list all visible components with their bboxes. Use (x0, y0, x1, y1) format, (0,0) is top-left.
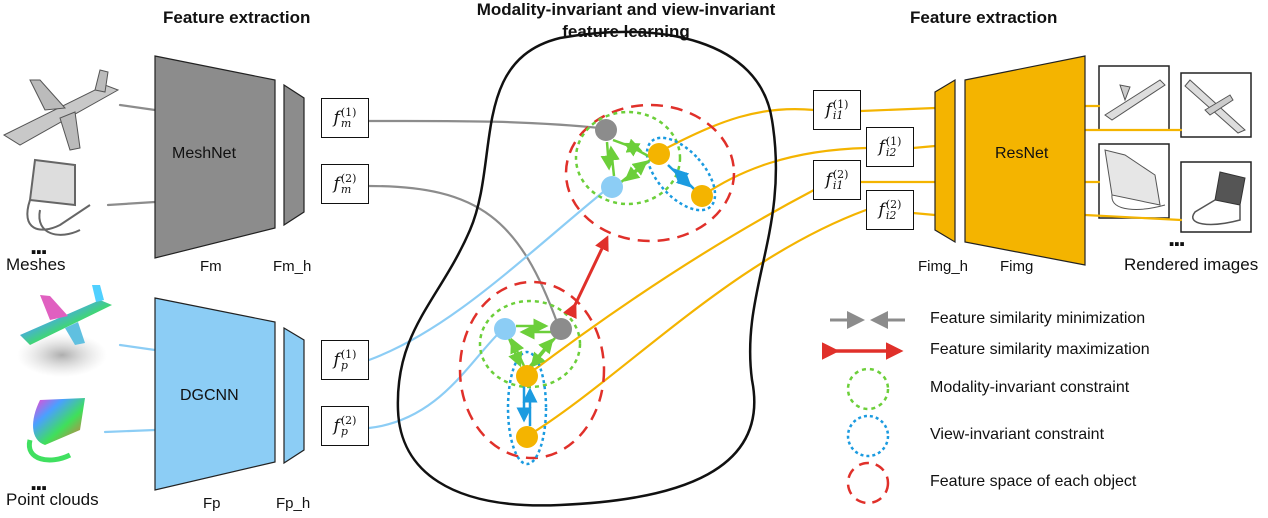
meshnet-label: MeshNet (172, 145, 237, 162)
feature-box-fp2: f(2)p (321, 406, 369, 446)
view-constraint-top (645, 136, 717, 212)
legend-label-feature-space: Feature space of each object (930, 473, 1137, 490)
rendered-image-1 (1098, 65, 1170, 131)
node-point-bottom (494, 318, 516, 340)
feature-box-fi1-2: f(2)i1 (813, 160, 861, 200)
feature-box-fi1-1: f(1)i1 (813, 90, 861, 130)
legend-label-view: View-invariant constraint (930, 426, 1105, 443)
red-dashed-circle-icon (846, 461, 890, 505)
legend-label-minimization: Feature similarity minimization (930, 310, 1146, 327)
node-image-top-2 (691, 185, 713, 207)
feature-box-fi2-1: f(1)i2 (866, 127, 914, 167)
feature-space-circle-bottom (458, 280, 606, 460)
legend-label-maximization: Feature similarity maximization (930, 341, 1150, 358)
fp-label: Fp (203, 495, 221, 512)
point-clouds-label: Point clouds (6, 490, 99, 509)
modality-constraint-bottom (478, 299, 582, 389)
fimg-h-label: Fimg_h (918, 258, 969, 275)
maximization-arrow (563, 235, 609, 320)
fm-label: Fm (200, 258, 222, 275)
legend-label-modality: Modality-invariant constraint (930, 379, 1130, 396)
feature-box-fm2: f(2)m (321, 164, 369, 204)
resnet-block (934, 55, 1086, 266)
meshes-ellipsis: ... (30, 230, 48, 260)
view-constraint-bottom (506, 350, 548, 466)
resnet-label: ResNet (995, 145, 1049, 162)
feature-box-fp1: f(1)p (321, 340, 369, 380)
dgcnn-block (154, 297, 305, 491)
feature-space-circle-top (564, 103, 736, 243)
node-mesh-top (595, 119, 617, 141)
left-title: Feature extraction (163, 8, 311, 27)
feature-space-region (396, 30, 778, 507)
green-dotted-circle-icon (846, 367, 890, 411)
center-title-line2: feature learning (562, 22, 690, 41)
rendered-image-3 (1098, 143, 1170, 219)
feature-box-fm1: f(1)m (321, 98, 369, 138)
node-image-bottom-1 (516, 365, 538, 387)
meshes-label: Meshes (6, 255, 66, 274)
node-image-top-1 (648, 143, 670, 165)
node-image-bottom-2 (516, 426, 538, 448)
constraint-arrows-top (600, 138, 698, 193)
connection-lines (103, 103, 1183, 439)
rendered-image-2 (1180, 72, 1252, 138)
fimg-label: Fimg (1000, 258, 1034, 275)
meshnet-block (154, 55, 305, 259)
feature-box-fi2-2: f(2)i2 (866, 190, 914, 230)
pointcloud-chair-image (26, 398, 85, 463)
rendered-images-label: Rendered images (1124, 255, 1259, 274)
mesh-chair-image (26, 158, 91, 236)
rendered-ellipsis: ... (1168, 222, 1186, 252)
constraint-arrows-bottom (506, 318, 556, 426)
fm-h-label: Fm_h (273, 258, 312, 275)
node-mesh-bottom (550, 318, 572, 340)
rendered-image-4 (1180, 161, 1252, 233)
point-clouds-ellipsis: ... (30, 466, 48, 496)
modality-constraint-top (574, 110, 682, 206)
pointcloud-airplane-image (17, 285, 112, 377)
mesh-airplane-image (2, 69, 120, 151)
blue-dotted-circle-icon (846, 414, 890, 458)
node-point-top (601, 176, 623, 198)
center-title-line1: Modality-invariant and view-invariant (476, 0, 776, 19)
fp-h-label: Fp_h (276, 495, 311, 512)
dgcnn-label: DGCNN (180, 387, 239, 404)
right-title: Feature extraction (910, 8, 1058, 27)
